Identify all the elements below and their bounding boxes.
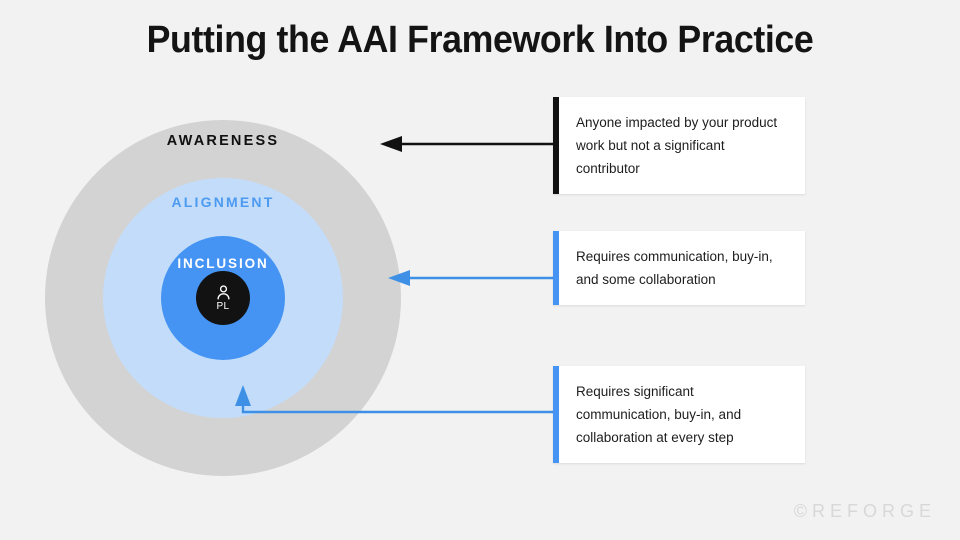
- callout-text: Anyone impacted by your product work but…: [576, 115, 778, 176]
- core-product-lead: PL: [196, 271, 250, 325]
- callout-accent-bar: [553, 97, 559, 194]
- callout-accent-bar: [553, 231, 559, 305]
- page-title: Putting the AAI Framework Into Practice: [146, 19, 814, 61]
- callout-awareness[interactable]: Anyone impacted by your product work but…: [553, 97, 805, 194]
- arrow-awareness: [380, 136, 553, 152]
- core-label: PL: [216, 301, 230, 312]
- callout-text: Requires communication, buy-in, and some…: [576, 249, 773, 287]
- ring-label-alignment: ALIGNMENT: [171, 194, 275, 210]
- ring-label-awareness: AWARENESS: [166, 133, 280, 149]
- callout-text: Requires significant communication, buy-…: [576, 384, 742, 445]
- aai-concentric-diagram: PL AWARENESS ALIGNMENT INCLUSION: [45, 120, 401, 476]
- person-icon: [216, 285, 230, 300]
- arrow-alignment: [388, 270, 553, 286]
- callout-alignment[interactable]: Requires communication, buy-in, and some…: [553, 231, 805, 305]
- callout-accent-bar: [553, 366, 559, 463]
- ring-label-inclusion: INCLUSION: [177, 256, 269, 271]
- callout-inclusion[interactable]: Requires significant communication, buy-…: [553, 366, 805, 463]
- reforge-watermark: ©REFORGE: [793, 501, 936, 521]
